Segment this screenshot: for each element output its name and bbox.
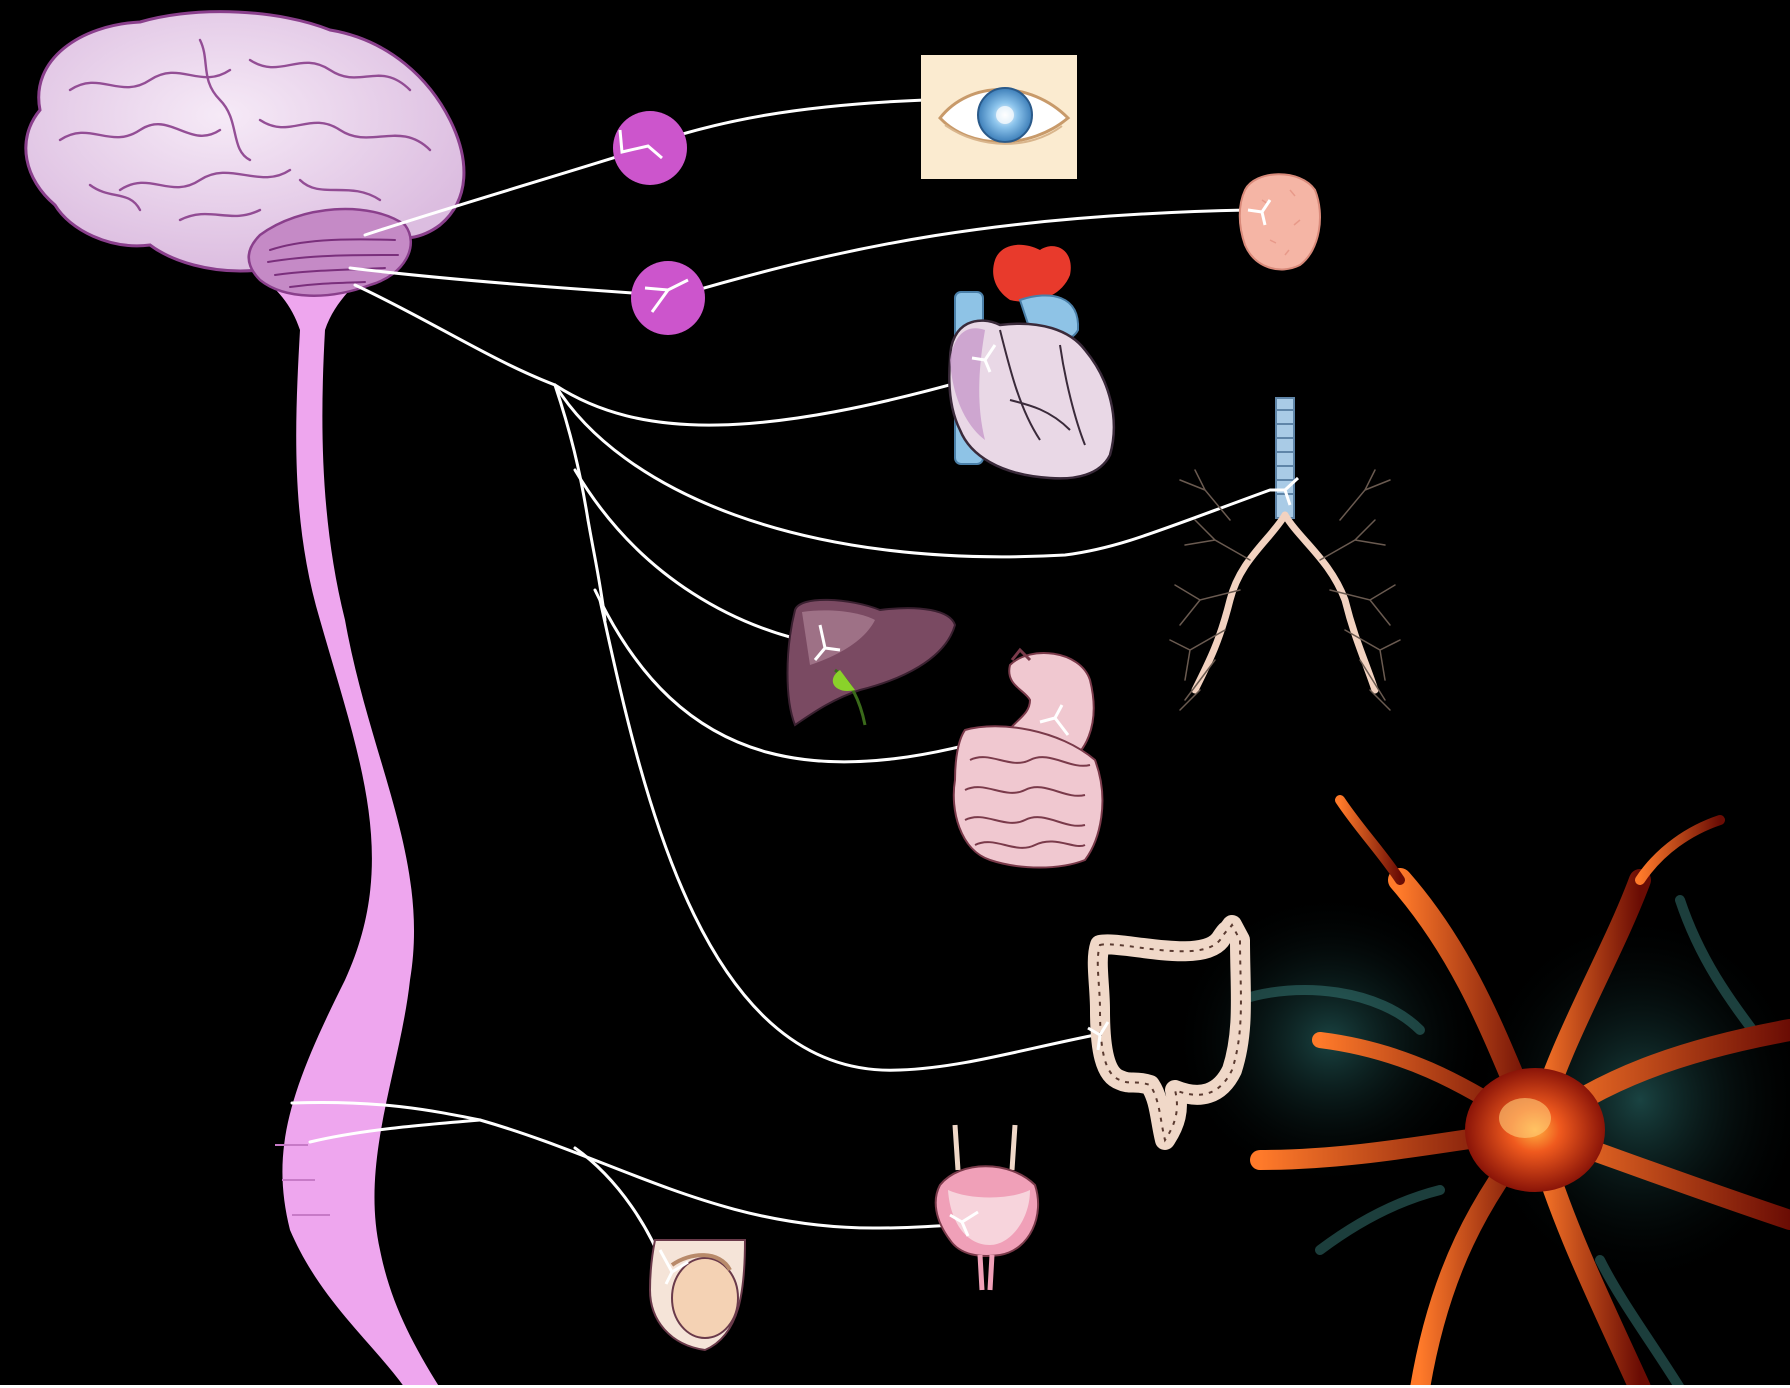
heart-icon bbox=[949, 245, 1114, 479]
neuron-icon bbox=[1170, 800, 1790, 1388]
nerve-otic-to-salivary bbox=[680, 210, 1248, 295]
lungs-icon bbox=[1170, 398, 1400, 710]
liver-icon bbox=[788, 600, 956, 725]
testis-icon bbox=[650, 1240, 745, 1350]
nerve-brainstem-trunk bbox=[355, 285, 555, 385]
nerve-to-heart bbox=[555, 375, 985, 425]
nerve-brainstem-to-otic bbox=[350, 268, 662, 295]
nerve-to-testis bbox=[575, 1148, 665, 1270]
nerve-pathways bbox=[292, 100, 1270, 1270]
stomach-intestines-icon bbox=[954, 650, 1103, 868]
nerve-to-bladder bbox=[480, 1120, 990, 1228]
nerve-to-liver bbox=[575, 470, 825, 645]
nerve-to-lungs bbox=[555, 385, 1270, 557]
ganglion-ciliary bbox=[613, 111, 687, 185]
ganglion-otic bbox=[631, 261, 705, 335]
nerve-vagus-branch bbox=[555, 385, 588, 520]
nerve-ciliary-to-eye bbox=[648, 100, 925, 145]
salivary-gland-icon bbox=[1240, 174, 1320, 269]
spinal-cord-icon bbox=[238, 260, 440, 1388]
bladder-icon bbox=[936, 1125, 1038, 1290]
eye-icon bbox=[921, 55, 1077, 179]
